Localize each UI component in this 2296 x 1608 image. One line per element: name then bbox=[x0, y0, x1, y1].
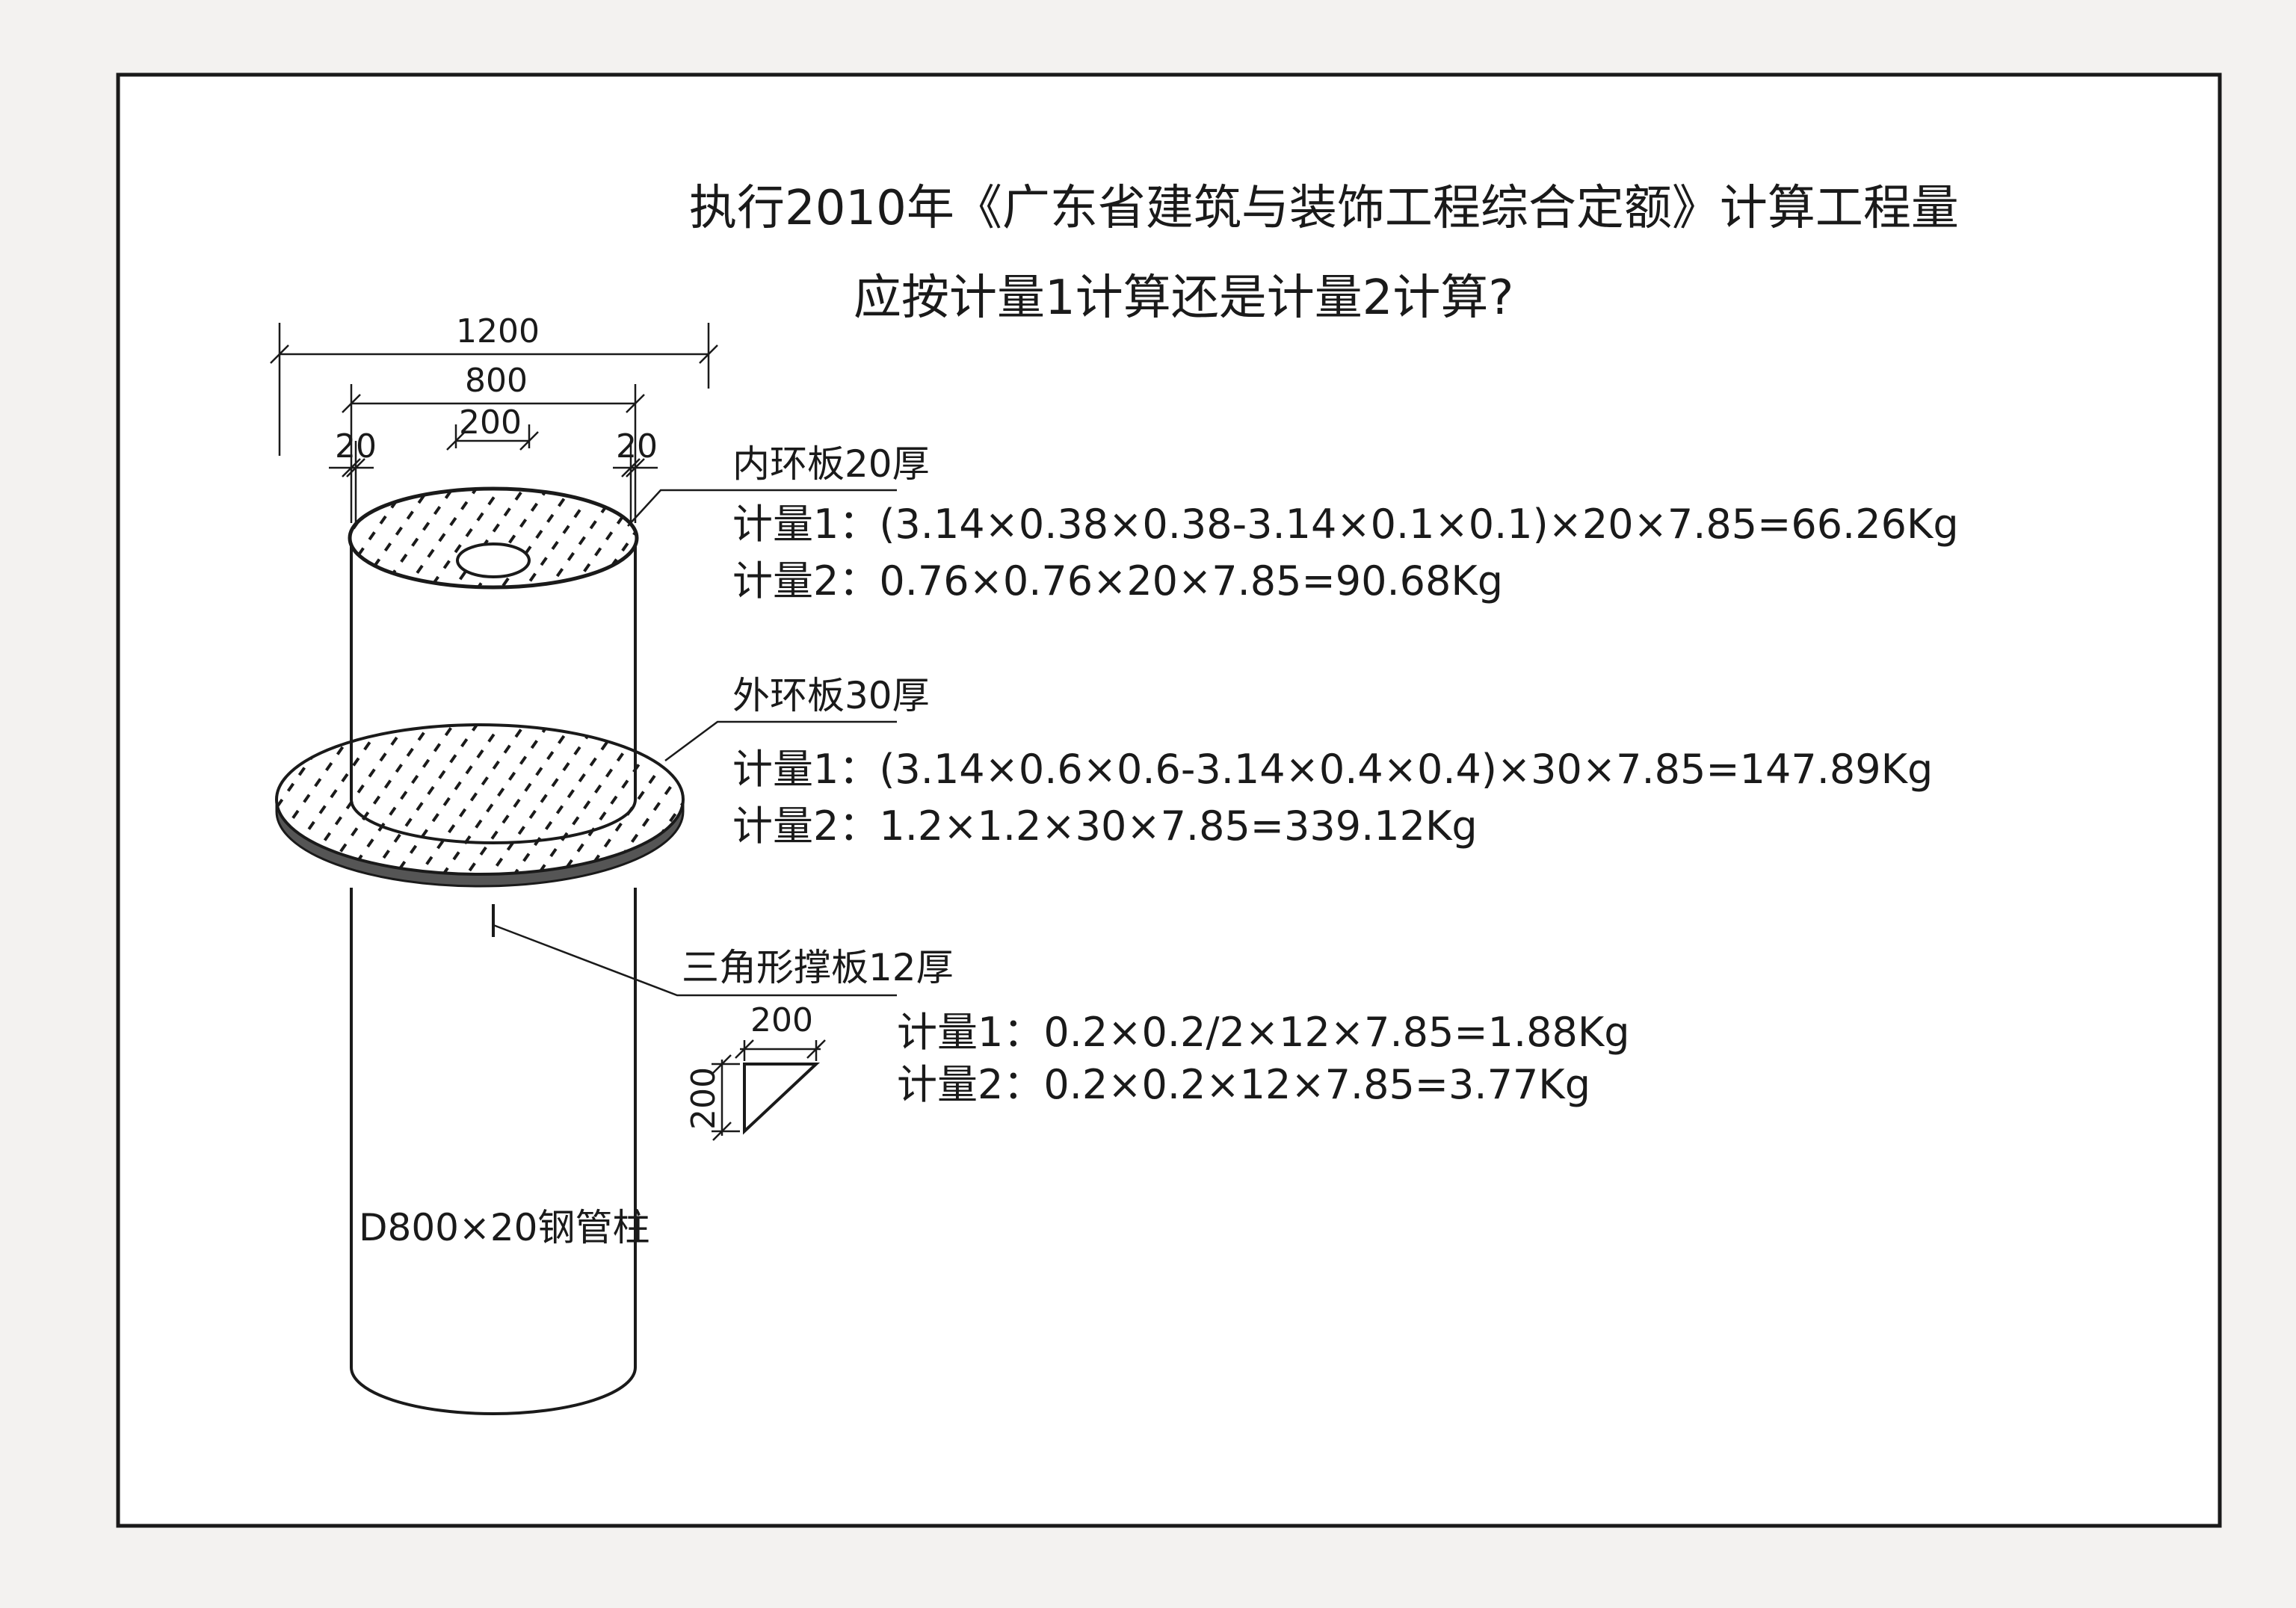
outer-ring-label: 外环板30厚 bbox=[732, 674, 930, 717]
outer-ring-plate bbox=[275, 723, 685, 888]
dim-800: 800 bbox=[465, 362, 528, 400]
dim-20-right: 20 bbox=[616, 427, 658, 466]
title-line-1: 执行2010年《广东省建筑与装饰工程综合定额》计算工程量 bbox=[689, 181, 1959, 236]
inner-ring-label: 内环板20厚 bbox=[732, 442, 930, 486]
dim-1200: 1200 bbox=[456, 312, 540, 350]
inner-ring-calc-2: 计量2：0.76×0.76×20×7.85=90.68Kg bbox=[732, 557, 1503, 604]
dim-gusset-width: 200 bbox=[750, 1001, 813, 1039]
steel-column bbox=[275, 486, 685, 1415]
dim-gusset-height: 200 bbox=[685, 1067, 723, 1130]
outer-ring-calc-2: 计量2：1.2×1.2×30×7.85=339.12Kg bbox=[732, 803, 1478, 850]
gusset-calc-2: 计量2：0.2×0.2×12×7.85=3.77Kg bbox=[897, 1061, 1590, 1108]
gusset-label: 三角形撑板12厚 bbox=[682, 946, 954, 989]
title-line-2: 应按计量1计算还是计量2计算? bbox=[854, 270, 1513, 326]
column-label: D800×20钢管柱 bbox=[359, 1206, 649, 1249]
dim-20-left: 20 bbox=[335, 427, 377, 466]
inner-ring-plate bbox=[348, 486, 639, 590]
dim-200-hole: 200 bbox=[459, 403, 522, 442]
center-hole bbox=[456, 542, 531, 578]
gusset-calc-1: 计量1：0.2×0.2/2×12×7.85=1.88Kg bbox=[897, 1009, 1630, 1056]
dimension-lines bbox=[270, 323, 718, 523]
leader-lines bbox=[493, 489, 897, 997]
gusset-triangle bbox=[712, 1039, 826, 1141]
outer-ring-calc-1: 计量1：(3.14×0.6×0.6-3.14×0.4×0.4)×30×7.85=… bbox=[732, 746, 1933, 793]
inner-ring-calc-1: 计量1：(3.14×0.38×0.38-3.14×0.1×0.1)×20×7.8… bbox=[732, 501, 1959, 548]
